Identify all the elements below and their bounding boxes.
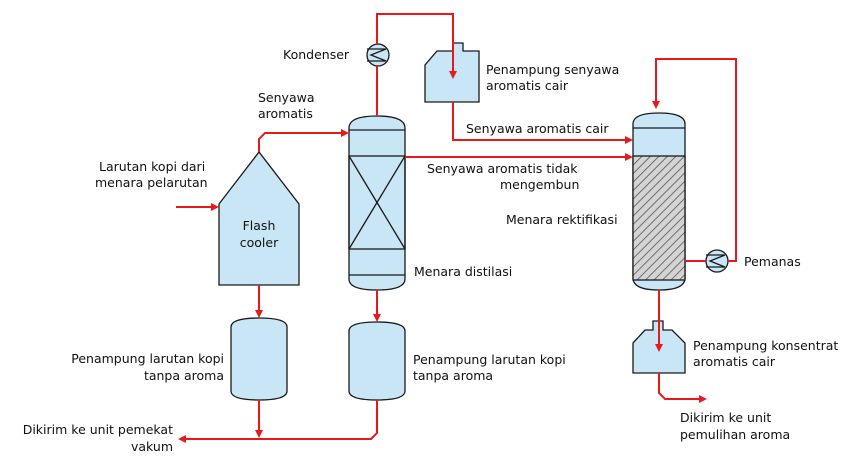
tank-coffee-middle: [348, 321, 406, 401]
tank-coffee-left: [230, 317, 288, 401]
label-penampung-senyawa: Penampung senyawa: [486, 62, 619, 77]
packing-cross: [348, 155, 406, 250]
label-flash-cooler: Flash: [243, 218, 276, 233]
arrowhead: [625, 153, 633, 161]
label-larutan-kopi: menara pelarutan: [95, 175, 208, 190]
label-penampung-kopi-middle: Penampung larutan kopi: [413, 352, 566, 367]
label-penampung-konsentrat: Penampung konsentrat: [693, 338, 838, 353]
flash-cooler: [218, 150, 300, 286]
flow-reboiler-up: [655, 58, 737, 262]
flow-aromatic-liquid: [452, 102, 626, 141]
arrowhead: [255, 310, 263, 318]
arrowhead: [341, 129, 349, 137]
label-tidak-mengembun: mengembun: [500, 177, 579, 192]
label-dikirim-pemulihan: pemulihan aroma: [680, 427, 790, 442]
label-penampung-kopi-left: Penampung larutan kopi: [71, 351, 224, 366]
arrowhead: [255, 430, 263, 438]
label-tidak-mengembun: Senyawa aromatis tidak: [427, 161, 578, 176]
label-dikirim-pemekat: vakum: [131, 439, 173, 454]
label-kondenser: Kondenser: [283, 47, 350, 62]
arrowhead: [373, 314, 381, 322]
label-senyawa-aromatis: aromatis: [258, 106, 313, 121]
arrowhead: [178, 435, 186, 443]
label-menara-rektifikasi: Menara rektifikasi: [506, 212, 618, 227]
arrowhead: [449, 71, 457, 79]
flow-condensate: [376, 13, 454, 71]
label-penampung-senyawa: aromatis cair: [486, 78, 569, 93]
condenser-coil: [367, 48, 387, 62]
rectification-packing: [632, 155, 686, 281]
label-dikirim-pemekat: Dikirim ke unit pemekat: [23, 422, 173, 437]
label-pemanas: Pemanas: [744, 254, 801, 269]
arrowhead: [655, 344, 663, 352]
arrowhead: [652, 101, 660, 109]
flow-exit-pemulihan: [658, 373, 699, 400]
flow-exit-vakum: [186, 400, 378, 440]
heater-coil: [706, 254, 726, 268]
label-senyawa-aromatis: Senyawa: [258, 90, 315, 105]
label-flash-cooler: cooler: [240, 235, 279, 250]
arrowhead: [699, 395, 707, 403]
flow-vapor: [258, 132, 342, 152]
label-penampung-kopi-middle: tanpa aroma: [413, 368, 493, 383]
arrowhead: [211, 203, 219, 211]
label-larutan-kopi: Larutan kopi dari: [99, 159, 205, 174]
column-packing: [348, 155, 406, 250]
label-penampung-kopi-left: tanpa aroma: [144, 368, 224, 383]
arrowhead: [625, 136, 633, 144]
label-senyawa-aromatis-cair: Senyawa aromatis cair: [466, 121, 609, 136]
label-dikirim-pemulihan: Dikirim ke unit: [680, 410, 771, 425]
label-menara-distilasi: Menara distilasi: [414, 264, 512, 279]
label-penampung-konsentrat: aromatis cair: [693, 354, 776, 369]
